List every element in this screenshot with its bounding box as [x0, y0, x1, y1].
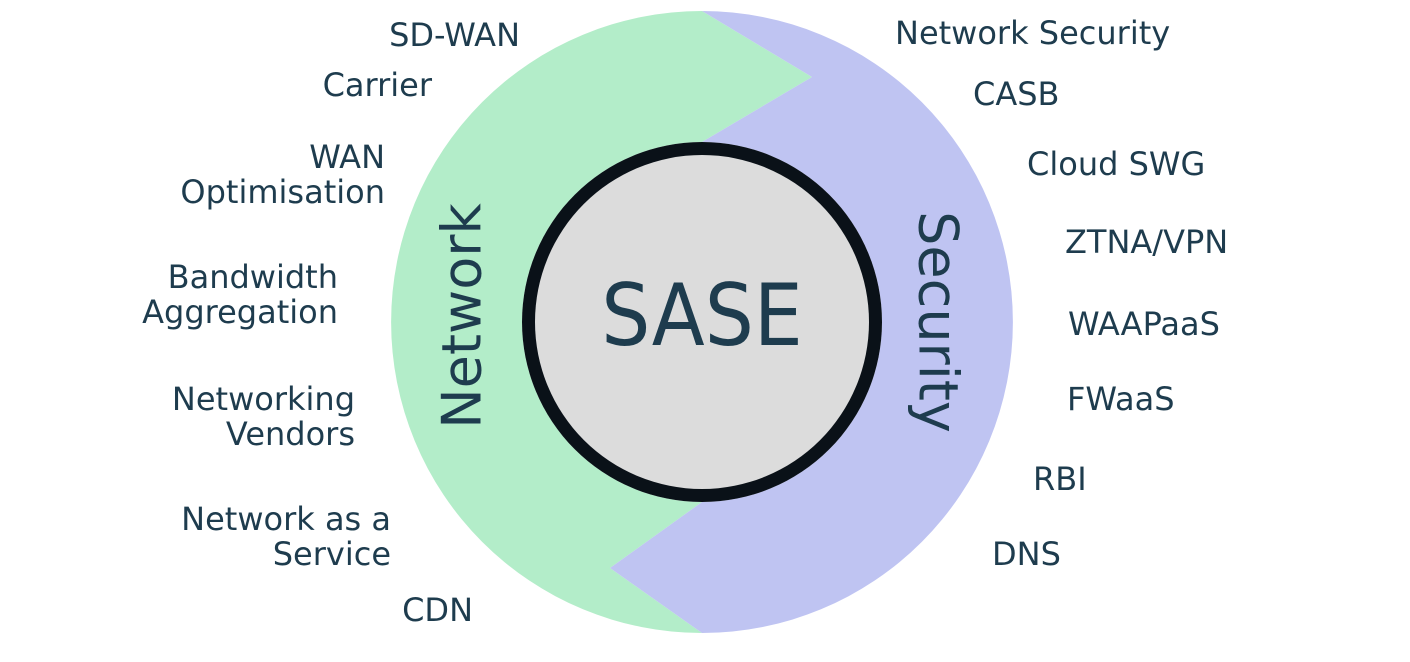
network-item-sd-wan: SD-WAN — [389, 16, 520, 54]
network-item-cdn: CDN — [402, 591, 473, 629]
network-half-label: Network — [430, 203, 494, 429]
security-item-network-security: Network Security — [895, 14, 1171, 52]
network-item-bandwidth-aggregation: Bandwidth Aggregation — [142, 258, 338, 331]
security-half-label: Security — [906, 211, 970, 433]
center-circle — [535, 155, 869, 489]
center-label-sase: SASE — [601, 266, 803, 366]
security-item-casb: CASB — [973, 75, 1060, 113]
network-item-networking-vendors: Networking Vendors — [171, 380, 355, 453]
security-item-cloud-swg: Cloud SWG — [1027, 145, 1206, 183]
network-half-shape — [391, 11, 812, 633]
security-item-rbi: RBI — [1033, 460, 1087, 498]
network-item-wan-optimisation: WAN Optimisation — [180, 138, 385, 211]
network-item-network-as-a-service: Network as a Service — [181, 500, 391, 573]
security-item-ztna-vpn: ZTNA/VPN — [1065, 223, 1229, 261]
security-item-dns: DNS — [992, 535, 1061, 573]
network-item-carrier: Carrier — [322, 66, 432, 104]
security-item-waapaas: WAAPaaS — [1068, 305, 1220, 343]
security-half-shape — [610, 11, 1013, 633]
security-item-fwaas: FWaaS — [1067, 380, 1175, 418]
